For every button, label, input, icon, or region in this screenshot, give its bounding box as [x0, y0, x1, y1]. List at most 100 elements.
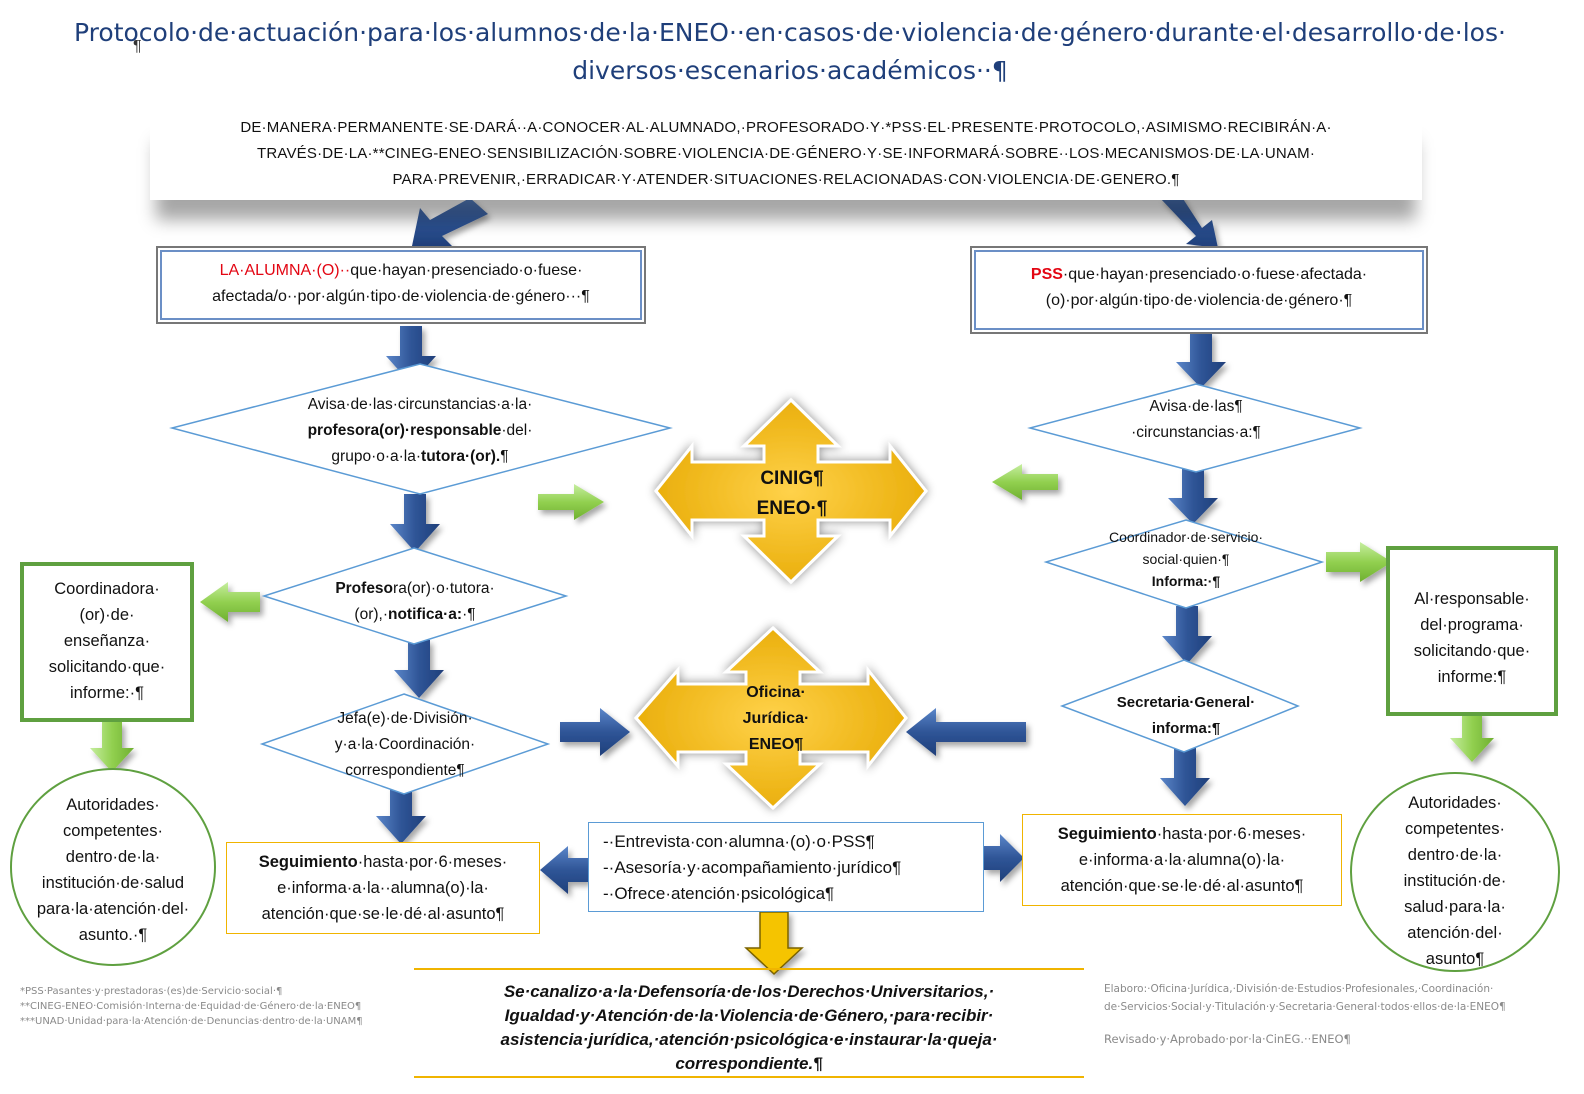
final-referral-box: Se·canalizo·a·la·Defensoría·de·los·Derec… — [414, 968, 1084, 1078]
left-circle: Autoridades· competentes· dentro·de·la· … — [10, 768, 216, 966]
left-d1-line-3: grupo·o·a·la·tutora·(or).¶ — [250, 444, 590, 470]
credits-line-3: Revisado·y·Aprobado·por·la·CinEG.··ENEO¶ — [1104, 1032, 1351, 1046]
oficina-cross — [634, 625, 908, 811]
intro-line-3: PARA·PREVENIR,·ERRADICAR·Y·ATENDER·SITUA… — [392, 171, 1180, 188]
left-start-line-1: LA·ALUMNA·(O)··que·hayan·presenciado·o·f… — [162, 258, 640, 284]
arrow-green-left-down — [90, 722, 134, 772]
right-start-line-1-rest: ·que·hayan·presenciado·o·fuese·afectada· — [1062, 266, 1368, 283]
right-green-line-4: informe:¶ — [1437, 668, 1507, 686]
footnote-2: **CINEG-ENEO·Comisión·Interna·de·Equidad… — [20, 1001, 362, 1012]
left-d2-line-2: (or),·notifica·a:·¶ — [290, 602, 540, 628]
arrow-right-down-2 — [1168, 468, 1218, 524]
services-box: -·Entrevista·con·alumna·(o)·o·PSS¶ -·Ase… — [588, 822, 984, 912]
left-d1-line-2-rest: ·del· — [501, 422, 533, 439]
intro-line-2: TRAVÉS·DE·LA·**CINEG-ENEO·SENSIBILIZACIÓ… — [256, 145, 1316, 162]
right-green-box: Al·responsable· del·programa· solicitand… — [1386, 546, 1558, 716]
right-circle-line-2: competentes· — [1405, 820, 1505, 838]
arrow-intro-right — [1160, 188, 1218, 248]
cinig-line-1: CINIG¶ — [760, 468, 824, 489]
arrow-to-final — [744, 911, 804, 976]
arrow-right-down-3 — [1162, 606, 1212, 664]
left-d2-line-2-pre: (or),· — [354, 606, 388, 623]
right-d3-line-1: Secretaria·General· — [1116, 694, 1256, 711]
left-circle-line-1: Autoridades· — [66, 796, 160, 814]
left-diamond-2-text: Profesora(or)·o·tutora· (or),·notifica·a… — [290, 576, 540, 628]
left-circle-line-4: institución·de·salud — [41, 874, 185, 892]
left-start-box: LA·ALUMNA·(O)··que·hayan·presenciado·o·f… — [160, 250, 642, 320]
left-d1-line-3-pre: grupo·o·a·la· — [331, 448, 422, 465]
left-green-line-5: informe:·¶ — [70, 684, 144, 702]
right-green-line-3: solicitando·que· — [1413, 642, 1531, 660]
oficina-line-3: ENEO¶ — [748, 736, 804, 753]
cinig-label: CINIG¶ ENEO·¶ — [732, 464, 852, 524]
arrow-intro-left — [412, 198, 488, 246]
left-d2-line-2-bold: notifica·a: — [388, 606, 463, 623]
oficina-label: Oficina· Jurídica· ENEO¶ — [716, 680, 836, 758]
left-circle-line-2: competentes· — [63, 822, 163, 840]
right-diamond-3-text: Secretaria·General· informa:¶ — [1096, 690, 1276, 742]
credits-line-2: de·Servicios·Social·y·Titulación·y·Secre… — [1104, 1001, 1506, 1013]
left-followup-line-2: e·informa·a·la··alumna(o)·la· — [277, 879, 489, 897]
left-d1-line-1: Avisa·de·las·circunstancias·a·la· — [307, 396, 533, 413]
right-followup-line-1-rest: ·hasta·por·6·meses· — [1156, 825, 1307, 843]
diamond-right-avisa — [1027, 383, 1363, 473]
left-d2-bold: Profeso — [335, 580, 394, 597]
cinig-cross — [654, 397, 928, 585]
service-item-3: -·Ofrece·atención·psicológica¶ — [603, 884, 835, 903]
right-d1-line-2: ·circunstancias·a:¶ — [1131, 424, 1261, 441]
right-circle-line-3: dentro·de·la· — [1407, 846, 1503, 864]
left-start-line-2: afectada/o··por·algún·tipo·de·violencia·… — [212, 288, 590, 305]
right-circle-line-7: asunto¶ — [1425, 950, 1485, 968]
left-green-line-1: Coordinadora· — [54, 580, 160, 598]
title-line-1: Protocolo·de·actuación·para·los·alumnos·… — [74, 18, 1506, 47]
left-start-highlight: LA·ALUMNA·(O)·· — [219, 262, 351, 279]
diamond-left-avisa — [169, 363, 673, 495]
right-circle-line-6: atención·del· — [1407, 924, 1503, 942]
left-green-line-3: enseñanza· — [63, 632, 151, 650]
left-d3-line-1: Jefa(e)·de·División· — [337, 710, 473, 727]
right-diamond-1-text: Avisa·de·las¶ ·circunstancias·a:¶ — [1096, 394, 1296, 446]
final-line-1: Se·canalizo·a·la·Defensoría·de·los·Derec… — [503, 982, 995, 1001]
left-green-line-4: solicitando·que· — [48, 658, 166, 676]
footnote-3: ***UNAD·Unidad·para·la·Atención·de·Denun… — [20, 1016, 363, 1027]
left-d1-line-3-bold: tutora·(or). — [421, 448, 501, 465]
left-d2-line-1: Profesora(or)·o·tutora· — [290, 576, 540, 602]
diamond-right-secretaria — [1059, 659, 1301, 753]
arrow-green-to-right-box — [1326, 542, 1392, 582]
right-followup-line-2: e·informa·a·la·alumna(o)·la· — [1078, 851, 1286, 869]
footnote-1: *PSS·Pasantes·y·prestadoras·(es)de·Servi… — [20, 986, 283, 997]
right-d1-line-1: Avisa·de·las¶ — [1149, 398, 1243, 415]
right-circle-line-5: salud·para·la· — [1404, 898, 1506, 916]
arrow-left-down-3 — [394, 640, 444, 698]
right-followup-line-3: atención·que·se·le·dé·al·asunto¶ — [1060, 877, 1304, 895]
left-d2-line-1-rest: ra(or)·o·tutora· — [393, 580, 495, 597]
final-line-4: correspondiente.¶ — [675, 1054, 823, 1073]
right-start-line-2: (o)·por·algún·tipo·de·violencia·de·géner… — [1045, 292, 1353, 309]
diamond-right-coordinador — [1043, 519, 1325, 609]
arrow-green-to-left-box — [200, 582, 260, 622]
intro-line-1: DE·MANERA·PERMANENTE·SE·DARÁ··A·CONOCER·… — [240, 119, 1332, 136]
page-title: Protocolo·de·actuación·para·los·alumnos·… — [40, 14, 1540, 90]
left-d1-bold: profesora(or)·responsable — [307, 422, 502, 439]
left-diamond-3-text: Jefa(e)·de·División· y·a·la·Coordinación… — [300, 706, 510, 784]
right-followup-line-1: Seguimiento·hasta·por·6·meses· — [1023, 821, 1341, 847]
arrow-left-down-2 — [390, 494, 440, 552]
diamond-left-notifica — [261, 547, 569, 645]
left-circle-line-3: dentro·de·la· — [65, 848, 161, 866]
arrow-services-left — [540, 846, 588, 894]
left-followup-bold: Seguimiento — [258, 853, 358, 871]
left-followup-line-1: Seguimiento·hasta·por·6·meses· — [227, 849, 539, 875]
arrow-services-right — [984, 834, 1024, 882]
left-d3-line-3: correspondiente¶ — [345, 762, 465, 779]
right-diamond-2-text: Coordinador·de·servicio· social·quien·¶ … — [1086, 526, 1286, 592]
arrow-green-to-cinig-right — [992, 464, 1058, 500]
service-item-2: -·Asesoría·y·acompañamiento·jurídico¶ — [603, 858, 902, 877]
left-circle-line-6: asunto.·¶ — [78, 926, 148, 944]
right-d2-line-2: social·quien·¶ — [1142, 551, 1230, 567]
right-followup-bold: Seguimiento — [1057, 825, 1157, 843]
diamond-left-jefa — [259, 693, 551, 795]
arrow-green-to-cinig-left — [538, 484, 604, 520]
left-green-box: Coordinadora· (or)·de· enseñanza· solici… — [20, 562, 194, 722]
right-circle-line-4: institución·de· — [1403, 872, 1507, 890]
